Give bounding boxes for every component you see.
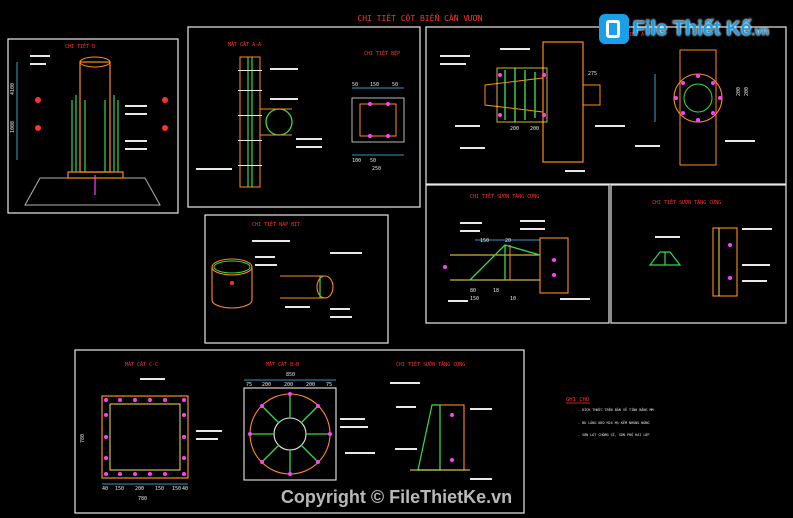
annotation-marks bbox=[140, 378, 492, 480]
annotation-marks bbox=[448, 220, 590, 302]
file-icon bbox=[598, 14, 629, 44]
dim-label: 150 bbox=[172, 486, 181, 492]
bolt-markers bbox=[498, 73, 546, 117]
dim-label: 200 bbox=[744, 87, 750, 96]
dim-label: 50 bbox=[392, 82, 398, 88]
dim-label: 80 bbox=[470, 288, 476, 294]
panel-title: MẶT CẮT C-C bbox=[125, 361, 158, 368]
panel-title: MẶT CẮT B-B bbox=[266, 361, 299, 368]
panel-title: MẶT CẮT A-A bbox=[228, 41, 261, 48]
tick-marks bbox=[238, 70, 262, 166]
dim-label: 150 bbox=[370, 82, 379, 88]
panel-section-aa: MẶT CẮT A-A CHI TIẾT BỆP 50 150 50 100 5… bbox=[187, 26, 421, 208]
panel-detail-b: CHI TIẾT B 1000 4100 bbox=[7, 38, 179, 214]
panel-title: CHI TIẾT A bbox=[614, 30, 644, 38]
dim-label: 200 bbox=[135, 486, 144, 492]
dim-label: 50 bbox=[370, 158, 376, 164]
note-line: - BU LÔNG NEO M24 MẠ KẼM NHÚNG NÓNG bbox=[578, 420, 649, 425]
annotation-marks bbox=[440, 48, 755, 172]
panel-frame bbox=[7, 38, 179, 214]
dim-label: 1000 bbox=[10, 121, 16, 133]
pipe-circle bbox=[265, 108, 293, 136]
panel-frame bbox=[610, 184, 787, 324]
flange-circle bbox=[673, 73, 723, 123]
pole-section bbox=[239, 56, 261, 188]
logo-suffix: .vn bbox=[751, 23, 769, 38]
copyright-watermark: Copyright © FileThietKe.vn bbox=[280, 487, 513, 507]
stiffener-ribs bbox=[504, 68, 536, 122]
dim-label: 200 bbox=[306, 382, 315, 388]
panel-detail-a: CHI TIẾT A 200 200 200 200 275 bbox=[425, 26, 787, 185]
annotation-marks bbox=[196, 68, 322, 170]
stiffener-ribs bbox=[71, 95, 119, 172]
foundation-block bbox=[24, 177, 161, 206]
bolt-holes bbox=[104, 398, 186, 476]
bolt-markers bbox=[674, 74, 722, 122]
notes-block: GHI CHÚ - KÍCH THƯỚC TRÊN BẢN VẼ TÍNH BẰ… bbox=[566, 396, 654, 437]
dim-label: 20 bbox=[505, 238, 511, 244]
panel-title: CHI TIẾT SƯỜN TĂNG CỨNG bbox=[652, 198, 721, 206]
pole bbox=[542, 41, 584, 163]
bolt-markers bbox=[35, 97, 168, 131]
column-top bbox=[79, 56, 111, 68]
panel-detail-suon-1: CHI TIẾT SƯỜN TĂNG CỨNG 150 20 80 18 150… bbox=[425, 184, 610, 324]
bracket-plate bbox=[359, 103, 397, 137]
dim-label: 75 bbox=[326, 382, 332, 388]
notes-title: GHI CHÚ bbox=[566, 396, 589, 403]
base-plate bbox=[101, 395, 189, 479]
dim-label: 100 bbox=[352, 158, 361, 164]
panel-title: CHI TIẾT B bbox=[65, 42, 95, 50]
panel-detail-nap-bit: CHI TIẾT NẮP BỊT bbox=[204, 214, 389, 344]
panel-frame bbox=[187, 26, 421, 208]
dim-label: 780 bbox=[80, 434, 86, 443]
panel-frame bbox=[204, 214, 389, 344]
annotation-marks bbox=[655, 228, 772, 282]
annotation-marks bbox=[30, 55, 147, 150]
panel-title: CHI TIẾT SƯỜN TĂNG CỨNG bbox=[470, 192, 539, 200]
panel-detail-suon-2: CHI TIẾT SƯỜN TĂNG CỨNG bbox=[610, 184, 787, 324]
panel-bottom-sections: MẶT CẮT C-C MẶT CẮT B-B CHI TIẾT SƯỜN TĂ… bbox=[74, 349, 525, 514]
dim-label: 250 bbox=[372, 166, 381, 172]
dim-label: 10 bbox=[510, 296, 516, 302]
dim-label: 150 bbox=[470, 296, 479, 302]
panel-frame bbox=[74, 349, 525, 514]
base-plate bbox=[243, 387, 337, 481]
dim-label: 40 bbox=[182, 486, 188, 492]
panel-frame bbox=[425, 184, 610, 324]
stiffener-ribs bbox=[250, 394, 330, 474]
dim-label: 200 bbox=[736, 87, 742, 96]
note-line: - SƠN LÓT CHỐNG GỈ, SƠN PHỦ HAI LỚP bbox=[578, 432, 649, 437]
dim-label: 4100 bbox=[10, 83, 16, 95]
pipe-circle bbox=[683, 83, 713, 113]
cap-cylinder bbox=[211, 267, 253, 309]
dim-label: 200 bbox=[284, 382, 293, 388]
bolt-holes bbox=[368, 102, 390, 138]
panel-title: CHI TIẾT SƯỜN TĂNG CỨNG bbox=[396, 360, 465, 368]
dim-label: 150 bbox=[115, 486, 124, 492]
dim-label: 850 bbox=[286, 372, 295, 378]
note-line: - KÍCH THƯỚC TRÊN BẢN VẼ TÍNH BẰNG MM bbox=[578, 407, 654, 412]
dim-label: 780 bbox=[138, 496, 147, 502]
dim-label: 40 bbox=[102, 486, 108, 492]
dim-label: 18 bbox=[493, 288, 499, 294]
dim-label: 50 bbox=[352, 82, 358, 88]
panel-title: CHI TIẾT NẮP BỊT bbox=[252, 220, 300, 228]
main-title: CHI TIẾT CỘT BIỂN CẦN VƯƠN bbox=[357, 12, 482, 23]
dim-label: 200 bbox=[262, 382, 271, 388]
column bbox=[79, 61, 111, 173]
annotation-marks bbox=[252, 240, 362, 318]
site-logo[interactable]: File Thiết Kế.vn bbox=[598, 12, 769, 46]
dim-label: 275 bbox=[588, 71, 597, 77]
dim-label: 200 bbox=[530, 126, 539, 132]
dim-label: 75 bbox=[246, 382, 252, 388]
panel-frame bbox=[425, 26, 787, 185]
dim-label: 150 bbox=[480, 238, 489, 244]
dim-label: 200 bbox=[510, 126, 519, 132]
bolt-holes bbox=[248, 392, 332, 476]
logo-brand: File Thiết Kế bbox=[632, 17, 752, 40]
dim-label: 150 bbox=[155, 486, 164, 492]
panel-title: CHI TIẾT BỆP bbox=[364, 49, 400, 57]
